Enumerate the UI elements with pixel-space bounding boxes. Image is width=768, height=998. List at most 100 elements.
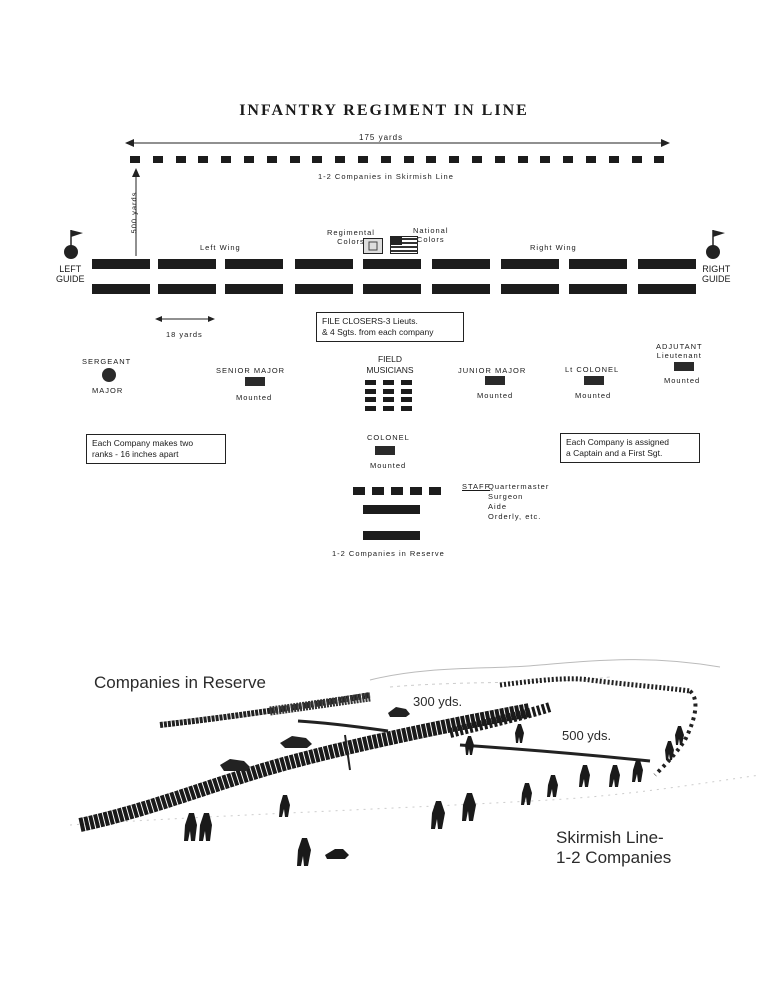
company-rank-2 <box>638 284 696 294</box>
company-rank-1 <box>363 259 421 269</box>
national-colors-label: National Colors <box>413 226 449 244</box>
company-rank-1 <box>158 259 216 269</box>
company-spacing-label: 18 yards <box>166 330 203 339</box>
skirmisher-marker <box>175 156 186 163</box>
company-spacing-arrow <box>155 316 215 322</box>
width-dimension-arrow <box>125 139 670 147</box>
two-ranks-note: Each Company makes two ranks - 16 inches… <box>86 434 226 464</box>
depth-dimension-label: 500 yards <box>129 191 139 234</box>
musician-marker <box>401 405 412 411</box>
regimental-flag-icon <box>363 238 383 254</box>
skirmisher-marker <box>517 156 528 163</box>
musician-marker <box>365 380 376 385</box>
skirmisher-marker <box>244 156 254 163</box>
company-rank-1 <box>638 259 696 269</box>
adjutant-marker <box>674 362 694 371</box>
skirmisher-marker <box>426 156 437 163</box>
company-rank-2 <box>92 284 150 294</box>
reserve-company-1 <box>363 505 420 514</box>
skirmisher-marker <box>198 156 209 163</box>
colonel-mounted: Mounted <box>370 461 407 470</box>
adjutant-mounted: Mounted <box>664 376 701 385</box>
skirmisher-marker <box>654 156 665 163</box>
skirmisher-marker <box>563 156 574 163</box>
company-rank-1 <box>295 259 353 269</box>
skirmish-line-caption: Skirmish Line- 1-2 Companies <box>556 828 672 867</box>
senior-major-mounted: Mounted <box>236 393 273 402</box>
skirmisher-marker <box>540 156 551 163</box>
regimental-colors-label: Regimental Colors <box>327 228 375 246</box>
right-wing-label: Right Wing <box>530 243 577 252</box>
left-wing-label: Left Wing <box>200 243 241 252</box>
skirmisher-marker <box>312 156 323 163</box>
senior-major-marker <box>245 377 265 386</box>
company-rank-1 <box>225 259 283 269</box>
colonel-marker <box>375 446 395 455</box>
skirmisher-marker <box>335 156 346 163</box>
companies-in-reserve-caption: Companies in Reserve <box>94 673 266 692</box>
national-flag-icon <box>390 236 418 254</box>
file-closers-box: FILE CLOSERS-3 Lieuts. & 4 Sgts. from ea… <box>316 312 464 342</box>
adjutant-label: ADJUTANT Lieutenant <box>656 342 703 360</box>
musician-marker <box>401 380 412 385</box>
company-rank-2 <box>158 284 216 294</box>
reserve-label: 1-2 Companies in Reserve <box>332 549 445 558</box>
battle-illustration <box>70 659 760 866</box>
staff-marker <box>353 487 365 495</box>
depth-dimension-arrow <box>132 168 140 256</box>
sergeant-major-label: SERGEANT <box>82 357 132 366</box>
skirmisher-marker <box>472 156 482 163</box>
diagram-title: INFANTRY REGIMENT IN LINE <box>239 102 529 119</box>
reserve-company-2 <box>363 531 420 540</box>
right-guide-icon <box>706 230 725 259</box>
staff-members: Quartermaster Surgeon Aide Orderly, etc. <box>488 482 550 521</box>
lt-colonel-label: Lt COLONEL <box>565 365 620 374</box>
staff-marker <box>429 487 441 495</box>
yds-300-label: 300 yds. <box>413 694 463 709</box>
skirmisher-marker <box>130 156 140 163</box>
musician-marker <box>383 380 394 385</box>
junior-major-label: JUNIOR MAJOR <box>458 366 527 375</box>
senior-major-label: SENIOR MAJOR <box>216 366 286 375</box>
musician-marker <box>401 397 412 402</box>
company-rank-2 <box>295 284 353 294</box>
sergeant-major-icon <box>102 368 116 382</box>
colonel-label: COLONEL <box>367 433 410 442</box>
company-rank-2 <box>501 284 559 294</box>
sergeant-major-label-2: MAJOR <box>92 386 124 395</box>
skirmisher-marker <box>608 156 619 163</box>
skirmisher-marker <box>358 156 368 163</box>
company-rank-2 <box>569 284 627 294</box>
captain-note: Each Company is assigned a Captain and a… <box>560 433 700 463</box>
company-rank-2 <box>225 284 283 294</box>
yds-500-label: 500 yds. <box>562 728 612 743</box>
skirmisher-marker <box>494 156 505 163</box>
staff-marker <box>372 487 384 495</box>
skirmisher-marker <box>221 156 232 163</box>
skirmisher-marker <box>289 156 300 163</box>
skirmisher-marker <box>152 156 163 163</box>
company-rank-2 <box>363 284 421 294</box>
company-rank-1 <box>569 259 627 269</box>
company-rank-2 <box>432 284 490 294</box>
staff-heading: STAFF <box>462 482 491 491</box>
musician-marker <box>383 388 394 394</box>
skirmish-line-label: 1-2 Companies in Skirmish Line <box>318 172 454 181</box>
width-dimension-label: 175 yards <box>356 133 407 142</box>
left-guide-icon <box>64 230 83 259</box>
field-musicians-label: FIELD MUSICIANS <box>366 354 414 375</box>
musician-marker <box>365 397 376 402</box>
company-rank-1 <box>432 259 490 269</box>
musician-marker <box>401 388 412 394</box>
skirmisher-marker <box>449 156 460 163</box>
junior-major-marker <box>485 376 505 385</box>
musician-marker <box>383 397 394 402</box>
staff-marker <box>410 487 422 495</box>
lt-colonel-marker <box>584 376 604 385</box>
skirmisher-marker <box>403 156 414 163</box>
musician-marker <box>365 388 376 394</box>
junior-major-mounted: Mounted <box>477 391 514 400</box>
left-guide-label: LEFT GUIDE <box>56 264 85 284</box>
skirmisher-marker <box>380 156 391 163</box>
skirmisher-marker <box>586 156 596 163</box>
